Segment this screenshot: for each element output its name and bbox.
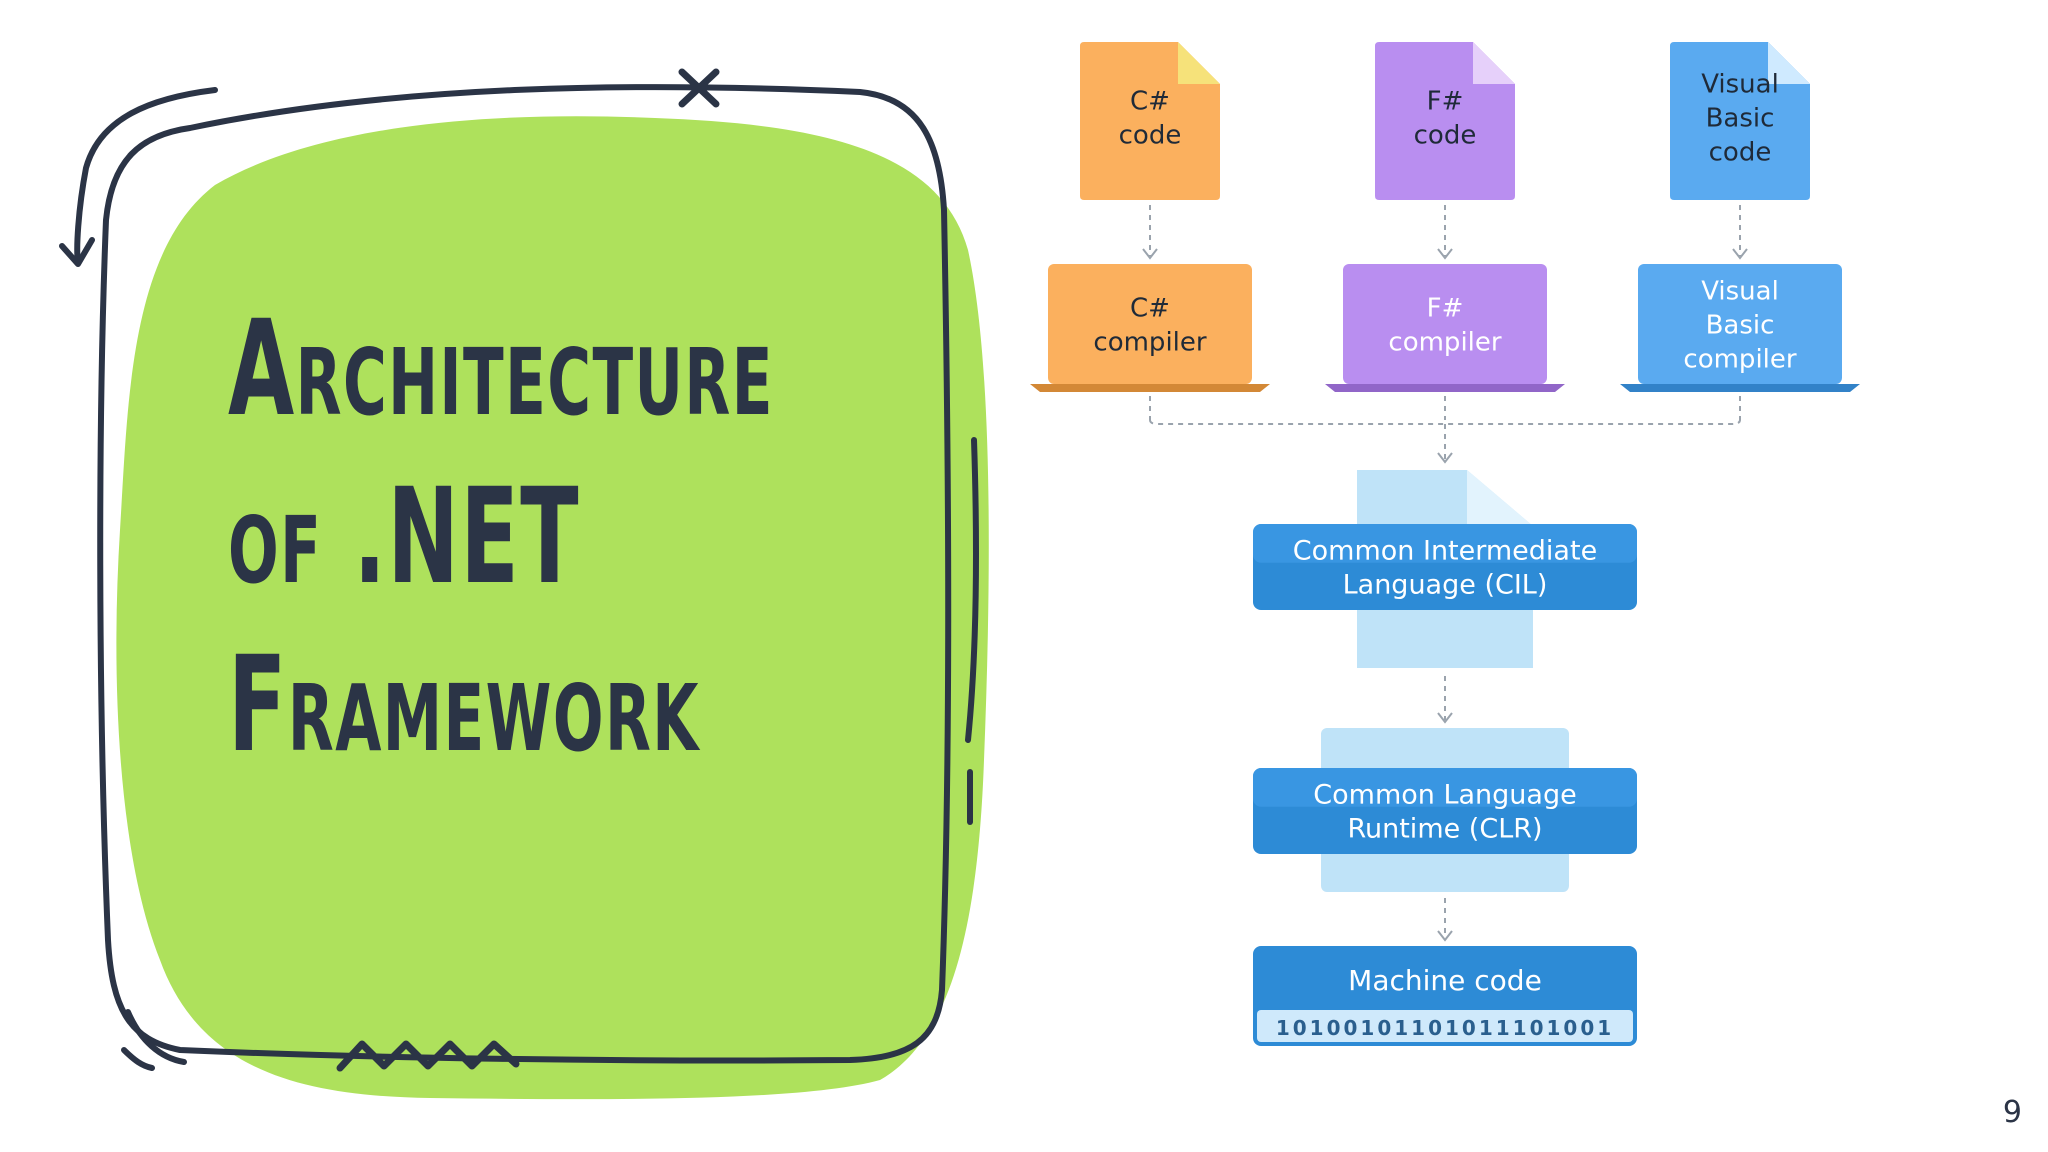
compiler-laptop-1: C# compiler (1030, 264, 1270, 392)
arrow-head (1437, 248, 1453, 260)
arrow-head (1732, 248, 1748, 260)
source-doc-label-line-2: Basic (1706, 103, 1775, 133)
decoration-layer (59, 68, 989, 1100)
source-doc-label-line-1: Visual (1701, 69, 1779, 99)
zigzag-squiggle (336, 1040, 520, 1072)
compiler-base (1325, 384, 1565, 392)
compiler-label-line-2: compiler (1388, 327, 1501, 357)
source-doc-2: F# code (1375, 42, 1515, 200)
source-doc-fold (1178, 42, 1220, 84)
compiler-label-line-1: C# (1130, 293, 1170, 323)
machine-code-binary: 10100101101011101001 (1276, 1016, 1614, 1040)
title-line-3: Framework (228, 628, 700, 782)
compiler-base (1620, 384, 1860, 392)
clr-box-highlight (1253, 768, 1637, 807)
source-doc-1: C# code (1080, 42, 1220, 200)
cil-box-label-line-1: Common Intermediate (1293, 536, 1597, 567)
sketch-frame-bottom-left-2 (121, 1047, 155, 1071)
compiler-base (1030, 384, 1270, 392)
compiler-screen (1638, 264, 1842, 384)
title-line-2: of .NET (228, 460, 581, 614)
arrow-merge-to-cil (1437, 424, 1453, 464)
slide-title: Architecture of .NET Framework (228, 285, 774, 789)
cil-box-label-line-2: Language (CIL) (1343, 570, 1548, 601)
compiler-label-line-2: compiler (1093, 327, 1206, 357)
machine-code-label: Machine code (1348, 964, 1542, 997)
compiler-label-line-2: Basic (1706, 310, 1775, 340)
page-number: 9 (2002, 1095, 2022, 1130)
dotnet-architecture-diagram: C#codeC#compilerF#codeF#compilerVisualBa… (1030, 42, 1860, 1046)
machine-code-strip (1257, 1010, 1633, 1042)
source-doc-label-line-2: code (1414, 120, 1477, 150)
arrow-head (1437, 930, 1453, 942)
machine-code-box: Machine code 10100101101011101001 (1253, 946, 1637, 1046)
compiler-screen (1048, 264, 1252, 384)
arrow-source-to-compiler-1 (1142, 205, 1158, 260)
sketch-frame-outer (74, 87, 218, 265)
compiler-label-line-1: Visual (1701, 276, 1779, 306)
compiler-laptop-2: F# compiler (1325, 264, 1565, 392)
green-blob (116, 116, 989, 1100)
cross-icon (678, 68, 720, 108)
cil-box-highlight (1253, 524, 1637, 563)
sketch-arrowhead (59, 237, 95, 267)
sketch-frame-main (97, 84, 952, 1064)
sketch-frame-bottom-left-1 (125, 1009, 187, 1065)
compiler-label-line-3: compiler (1683, 344, 1796, 374)
source-doc-label-line-1: F# (1427, 86, 1464, 116)
clr-box-label-line-2: Runtime (CLR) (1347, 814, 1542, 845)
arrow-head (1142, 248, 1158, 260)
compiler-screen (1343, 264, 1547, 384)
merge-line (1149, 419, 1741, 425)
source-doc-fold (1473, 42, 1515, 84)
clr-box-label-line-1: Common Language (1313, 780, 1576, 811)
sketch-frame-right-stroke (965, 437, 979, 743)
arrow-head (1437, 712, 1453, 724)
source-doc-label-line-1: C# (1130, 86, 1170, 116)
title-line-1: Architecture (228, 292, 774, 446)
arrow-cil-to-clr (1437, 676, 1453, 724)
cil-doc-fold (1467, 470, 1533, 526)
arrow-source-to-compiler-2 (1437, 205, 1453, 260)
compiler-label-line-1: F# (1427, 293, 1464, 323)
source-doc-label-line-2: code (1119, 120, 1182, 150)
source-doc-fold (1768, 42, 1810, 84)
source-doc-label-line-3: code (1709, 137, 1772, 167)
arrow-source-to-compiler-3 (1732, 205, 1748, 260)
arrow-clr-to-machine (1437, 898, 1453, 942)
arrow-head (1437, 452, 1453, 464)
